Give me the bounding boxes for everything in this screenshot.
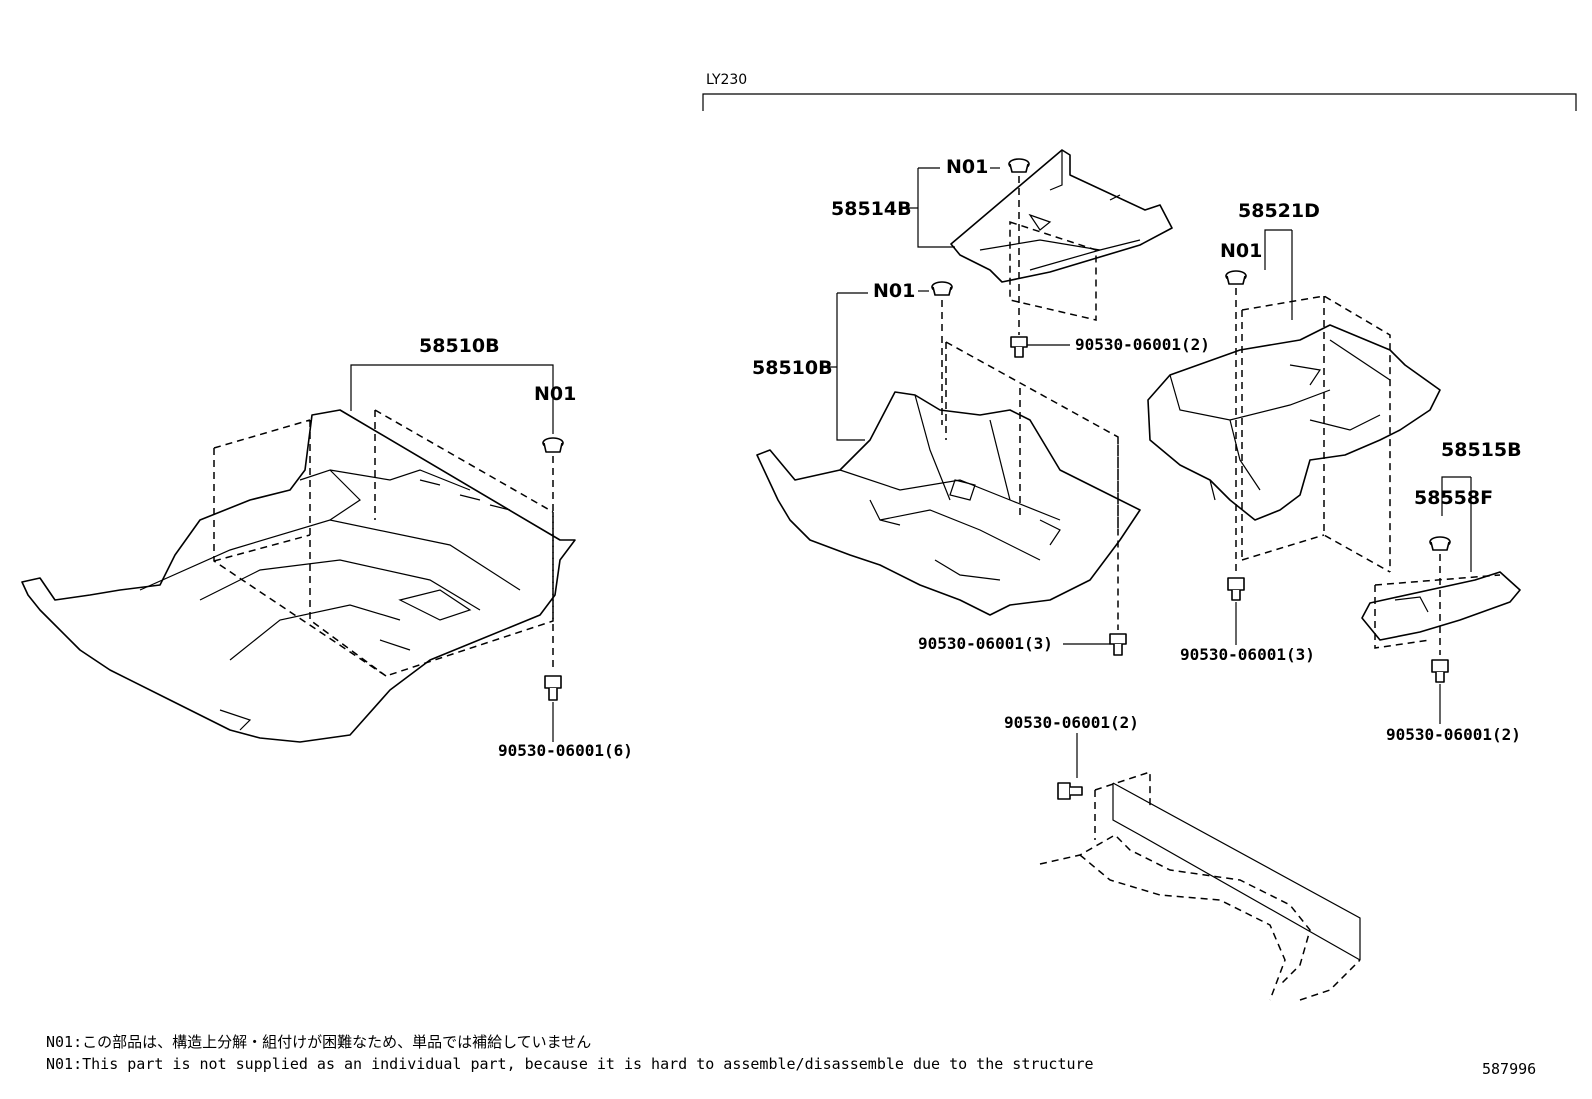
- alignment-box-left: [213, 409, 554, 677]
- rear-body-section: [1039, 782, 1361, 1001]
- rear-bolt-label: 90530-06001(3): [1180, 645, 1315, 664]
- pan-part-label: 58514B: [831, 198, 912, 220]
- plate-58515b: [1361, 571, 1521, 641]
- floor-bolt-label: 90530-06001(3): [918, 634, 1053, 653]
- bolt-icon-rear: [1227, 577, 1245, 601]
- variant-bracket: LY230: [702, 72, 1577, 111]
- clip-icon-pan: [1008, 158, 1030, 173]
- bolt-icon-left: [544, 675, 562, 701]
- clip-icon-plate: [1429, 536, 1451, 551]
- clip-icon-rear: [1225, 270, 1247, 285]
- pan-bolt-label: 90530-06001(2): [1075, 335, 1210, 354]
- lower-bolt-label: 90530-06001(2): [1004, 713, 1139, 732]
- plate-part-label: 58515B: [1441, 439, 1522, 461]
- left-clip-label: N01: [534, 383, 576, 405]
- floor-part-label: 58510B: [752, 357, 833, 379]
- diagram-id: 587996: [1482, 1060, 1537, 1078]
- left-part-label: 58510B: [419, 335, 500, 357]
- bolt-icon-floor: [1109, 633, 1127, 656]
- floor-carpet-left: [21, 409, 576, 743]
- clip-icon-floor: [931, 281, 953, 296]
- bolt-icon-lower: [1057, 782, 1083, 800]
- note-japanese: N01:この部品は、構造上分解・組付けが困難なため、単品では補給していません: [46, 1033, 592, 1051]
- floor-clip-label: N01: [873, 280, 915, 302]
- plate-bolt-label: 90530-06001(2): [1386, 725, 1521, 744]
- rear-clip-label: N01: [1220, 240, 1262, 262]
- floor-carpet-right: [756, 391, 1141, 616]
- bolt-icon-pan: [1010, 336, 1028, 358]
- rear-part-label: 58521D: [1238, 200, 1320, 222]
- clip-icon-left: [542, 437, 564, 453]
- under-pan-58514b: [950, 149, 1173, 283]
- plate-clip-label: 58558F: [1414, 487, 1493, 509]
- note-english: N01:This part is not supplied as an indi…: [46, 1055, 1094, 1073]
- bolt-icon-plate: [1431, 659, 1449, 683]
- pan-clip-label: N01: [946, 156, 988, 178]
- rear-carpet-58521d: [1147, 324, 1441, 521]
- variant-label: LY230: [706, 72, 747, 88]
- left-bolt-label: 90530-06001(6): [498, 741, 633, 760]
